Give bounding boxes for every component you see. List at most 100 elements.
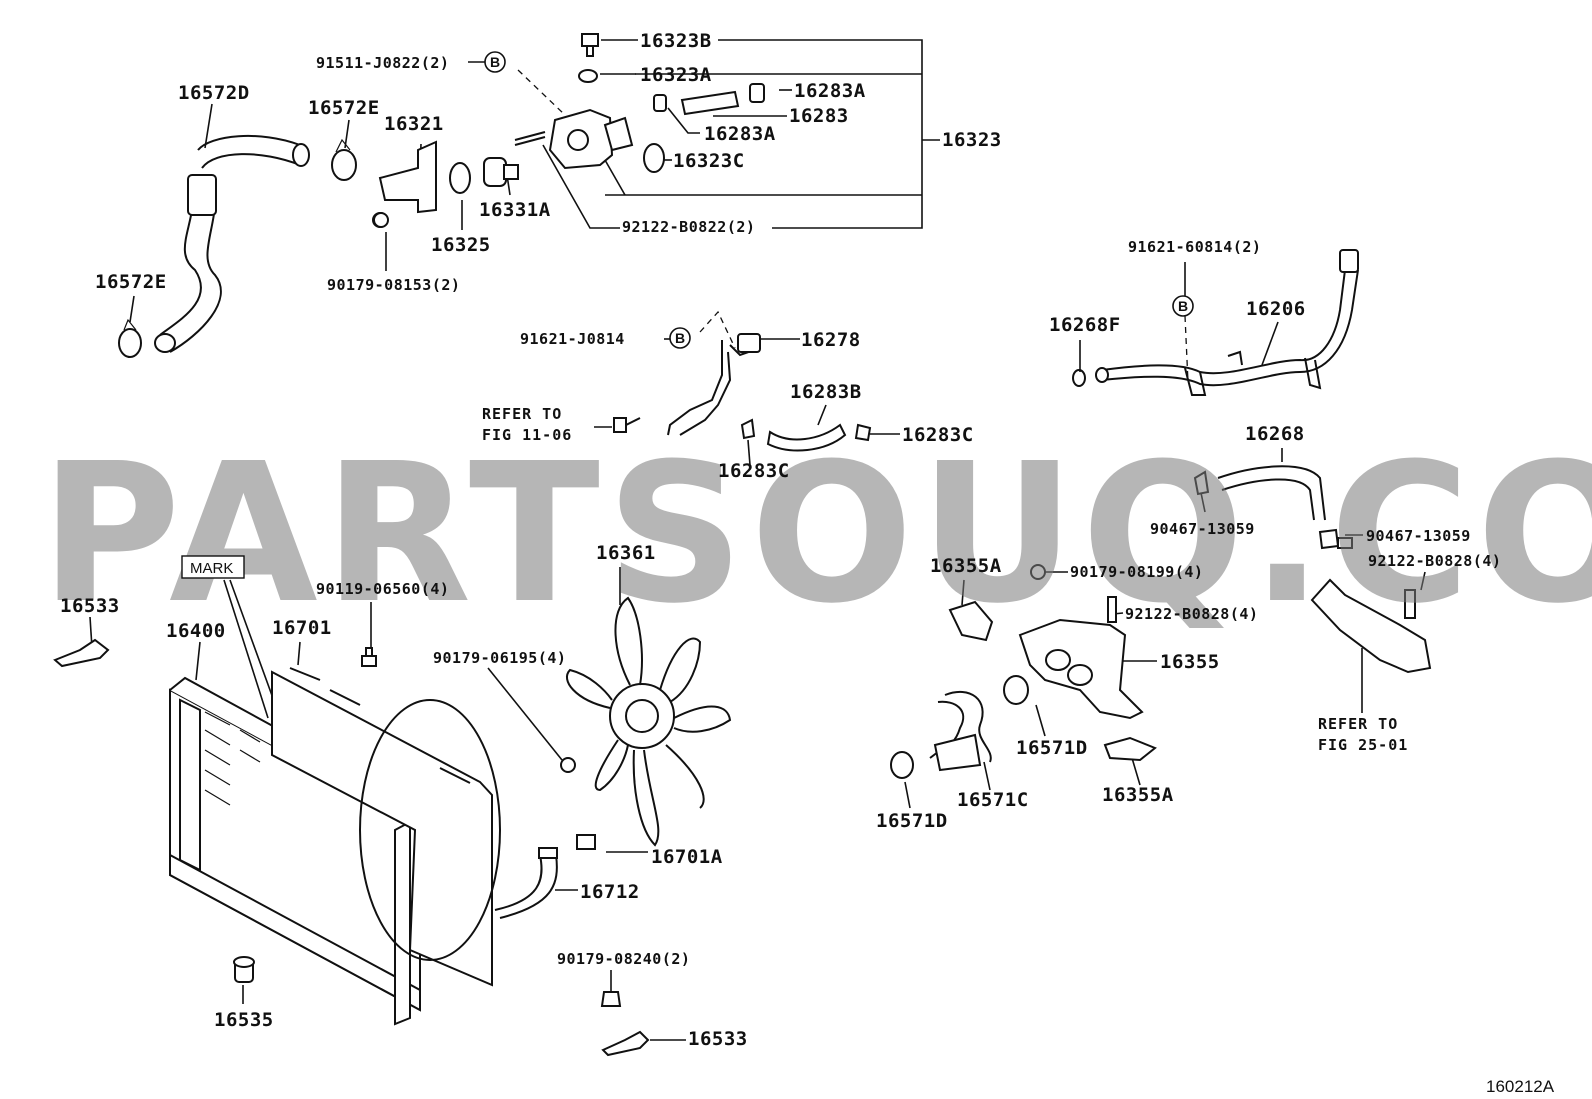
stud-92122	[1107, 596, 1117, 623]
svg-text:B: B	[1178, 298, 1188, 314]
label-16572d: 16572D	[178, 82, 250, 104]
part-labels: 16323B 16323A 16283A 16283 16283A 16323 …	[60, 30, 1501, 1050]
thermostat-gasket	[449, 162, 471, 194]
refer-note-line1: REFER TO	[1318, 715, 1398, 733]
hose-16268	[1217, 465, 1326, 521]
water-outlet-16355	[1018, 618, 1144, 720]
label-90119-06560: 90119-06560(4)	[316, 580, 449, 598]
label-90179-08199: 90179-08199(4)	[1070, 563, 1203, 581]
hose-clamp-16572e-bottom	[118, 318, 142, 358]
small-hose-16283	[653, 83, 765, 116]
label-16331a: 16331A	[479, 199, 551, 221]
nut-90179-08199	[1030, 564, 1046, 580]
label-16323a: 16323A	[640, 64, 712, 86]
watermark: PARTSOUQ.COM	[40, 423, 1592, 646]
thermostat	[483, 157, 519, 187]
refer-note-line1: REFER TO	[482, 405, 562, 423]
label-16321: 16321	[384, 113, 444, 135]
callout-b-2: B	[669, 327, 691, 349]
label-92122-b0828: 92122-B0828(4)	[1368, 552, 1501, 570]
bypass-pipe	[667, 340, 761, 436]
cooling-fan	[565, 596, 732, 847]
label-16323b: 16323B	[640, 30, 712, 52]
label-16701: 16701	[272, 617, 332, 639]
mark-box	[181, 555, 245, 579]
callout-b-1: B	[484, 51, 506, 73]
label-16361: 16361	[596, 542, 656, 564]
o-ring-16268f	[1072, 369, 1086, 387]
water-inlet	[378, 140, 437, 214]
label-16283a: 16283A	[704, 123, 776, 145]
upper-radiator-hose	[159, 135, 301, 353]
label-16712: 16712	[580, 881, 640, 903]
label-16283c: 16283C	[902, 424, 974, 446]
label-16268: 16268	[1245, 423, 1305, 445]
label-90179-08240: 90179-08240(2)	[557, 950, 690, 968]
label-16283c: 16283C	[718, 460, 790, 482]
mark-label: MARK	[190, 560, 233, 577]
svg-text:B: B	[675, 330, 685, 346]
nut-90179-06195	[560, 757, 576, 773]
bolt-ref-11-06	[613, 417, 641, 433]
label-91621-j0814: 91621-J0814	[520, 330, 625, 348]
o-ring	[643, 143, 665, 173]
label-90179-06195: 90179-06195(4)	[433, 649, 566, 667]
label-16355a: 16355A	[1102, 784, 1174, 806]
label-92122-b0828: 92122-B0828(4)	[1125, 605, 1258, 623]
label-16283a: 16283A	[794, 80, 866, 102]
callout-b-3: B	[1172, 295, 1194, 317]
bleeder-plug	[581, 33, 599, 57]
gasket-16355a-top	[948, 600, 994, 642]
refer-note-line2: FIG 11-06	[482, 426, 572, 444]
nut-90179-08153	[373, 212, 389, 228]
label-16571d: 16571D	[876, 810, 948, 832]
radiator-support-bottom	[601, 1030, 650, 1057]
nut-90179-08240	[600, 991, 622, 1007]
svg-text:B: B	[490, 54, 500, 70]
radiator-support-top	[53, 638, 110, 668]
label-16400: 16400	[166, 620, 226, 642]
bolt-90119	[361, 647, 377, 667]
label-16571c: 16571C	[957, 789, 1029, 811]
label-16283b: 16283B	[790, 381, 862, 403]
label-16323: 16323	[942, 129, 1002, 151]
label-90467-13059: 90467-13059	[1366, 527, 1471, 545]
label-16355: 16355	[1160, 651, 1220, 673]
label-16572e: 16572E	[95, 271, 167, 293]
figure-code: 160212A	[1486, 1077, 1555, 1096]
label-90179-08153: 90179-08153(2)	[327, 276, 460, 294]
label-16206: 16206	[1246, 298, 1306, 320]
label-16355a: 16355A	[930, 555, 1002, 577]
refer-note-line2: FIG 25-01	[1318, 736, 1408, 754]
label-16268f: 16268F	[1049, 314, 1121, 336]
plug-seal	[578, 69, 598, 83]
label-91511-j0822: 91511-J0822(2)	[316, 54, 449, 72]
water-bypass-pipe-16206	[1095, 249, 1359, 396]
label-16572e: 16572E	[308, 97, 380, 119]
label-92122-b0822: 92122-B0822(2)	[622, 218, 755, 236]
label-16278: 16278	[801, 329, 861, 351]
hose-sleeve	[187, 174, 217, 216]
radiator-cushion	[233, 956, 255, 983]
hose-clamp-16572e-top	[331, 138, 357, 181]
shroud-strap	[494, 854, 558, 919]
label-16323c: 16323C	[673, 150, 745, 172]
label-16533: 16533	[688, 1028, 748, 1050]
label-16533: 16533	[60, 595, 120, 617]
label-16535: 16535	[214, 1009, 274, 1031]
label-16325: 16325	[431, 234, 491, 256]
hose-16283b	[766, 423, 847, 452]
label-16283: 16283	[789, 105, 849, 127]
leader-lines	[89, 39, 1426, 1041]
label-90467-13059: 90467-13059	[1150, 520, 1255, 538]
part-drawings: B B B	[53, 33, 1432, 1057]
fan-shroud	[271, 667, 501, 987]
gasket-16355a-bottom	[1103, 736, 1157, 762]
clip-16701a	[576, 834, 596, 850]
label-16571d: 16571D	[1016, 737, 1088, 759]
label-16701a: 16701A	[651, 846, 723, 868]
pipe-ref-25-01	[1310, 537, 1432, 674]
label-91621-60814: 91621-60814(2)	[1128, 238, 1261, 256]
